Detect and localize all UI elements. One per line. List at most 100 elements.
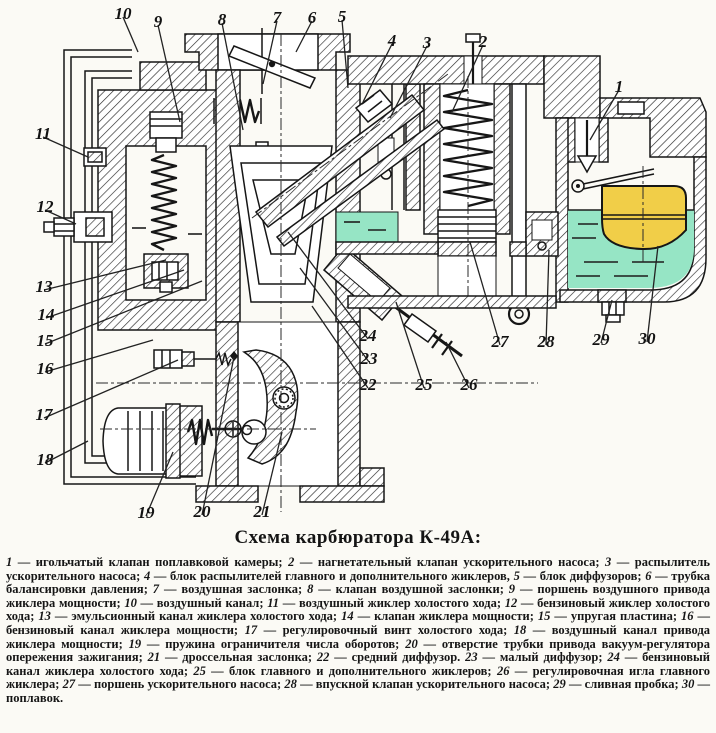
float-needle-valve [565, 117, 655, 193]
legend-number-13: 13 [38, 609, 51, 624]
part-label-15: 15 [37, 331, 55, 350]
part-label-20: 20 [193, 502, 212, 521]
legend-text-4: — блок распылителей главного и дополните… [150, 568, 514, 583]
part-label-26: 26 [460, 375, 479, 394]
legend-number-22: 22 [316, 650, 330, 665]
carburetor-diagram: 1234567891011121314151617181920212223242… [34, 4, 707, 522]
leader-line-24 [287, 231, 369, 340]
leader-line-22 [311, 305, 369, 389]
figure-title: Схема карбюратора К-49А: [234, 527, 482, 548]
part-label-4: 4 [387, 31, 397, 50]
part-label-7: 7 [273, 8, 283, 27]
part-label-29: 29 [592, 330, 611, 349]
leader-line-13 [43, 259, 167, 291]
pump-piston [437, 209, 497, 243]
legend-number-20: 20 [405, 636, 418, 651]
leader-line-11 [42, 136, 89, 158]
legend-number-6: 6 [645, 568, 652, 583]
legend-number-28: 28 [284, 677, 297, 692]
part-label-25: 25 [415, 375, 434, 394]
legend-text-1: — игольчатый клапан поплавковой камеры; [12, 555, 289, 569]
legend-text-26: — регулировочная игла главного жиклера; [6, 663, 710, 692]
legend-number-29: 29 [553, 677, 566, 692]
leader-line-14 [45, 269, 185, 319]
leader-line-30 [646, 245, 659, 343]
legend-text-18: — воздушный канал привода жиклера мощнос… [6, 622, 711, 651]
leader-line-21 [261, 431, 283, 516]
legend-number-3: 3 [605, 555, 612, 569]
leader-line-18 [44, 440, 89, 464]
legend-number-30: 30 [681, 677, 695, 692]
part-label-5: 5 [338, 7, 347, 26]
idle-adjusting-screw [153, 349, 232, 369]
part-label-14: 14 [38, 305, 55, 324]
part-label-30: 30 [638, 329, 657, 348]
part-label-24: 24 [359, 326, 377, 345]
legend-text-12: — бензиновый жиклер холостого хода; [6, 595, 710, 624]
pump-link-rod [507, 83, 531, 326]
legend-text-5: — блок диффузоров; [519, 568, 646, 583]
idle-fuel-jet [43, 211, 113, 243]
leader-line-20 [201, 356, 235, 516]
fuel-channel [335, 211, 557, 309]
sprayer-assembly [254, 88, 446, 248]
legend-text-24: — бензиновый канал жиклера холостого ход… [6, 650, 710, 678]
part-label-27: 27 [491, 332, 511, 351]
legend-text-28: — впускной клапан ускорительного насоса; [296, 677, 554, 692]
legend-number-12: 12 [504, 595, 518, 610]
legend-text-16: — бензиновый канал жиклера мощности; [6, 609, 711, 637]
legend-text-25: — блок главного и дополнительного жиклер… [205, 663, 497, 678]
legend-number-1: 1 [6, 555, 13, 569]
leader-line-1 [589, 89, 620, 141]
legend-number-17: 17 [244, 622, 258, 637]
part-label-17: 17 [36, 405, 55, 424]
part-label-18: 18 [37, 450, 55, 469]
part-label-28: 28 [537, 332, 556, 351]
part-label-16: 16 [37, 359, 55, 378]
legend-text-27: — поршень ускорительного насоса; [75, 677, 285, 692]
legend-number-5: 5 [513, 568, 520, 583]
legend-number-16: 16 [681, 609, 694, 624]
legend-number-2: 2 [288, 555, 295, 569]
leader-line-2 [451, 44, 484, 113]
leader-line-5 [341, 19, 349, 89]
choke-pivot [268, 60, 276, 68]
legend-text-21: — дроссельная заслонка; [160, 650, 317, 665]
leader-line-17 [43, 359, 179, 419]
legend-text-22: — средний диффузор. [329, 650, 466, 665]
limiter-spring [186, 418, 214, 446]
throttle-valve [212, 349, 299, 465]
legend-text-3: — распылитель ускорительного насоса; [6, 555, 710, 583]
part-label-1: 1 [615, 77, 624, 96]
leader-line-19 [145, 451, 174, 517]
legend-number-7: 7 [152, 582, 160, 597]
legend-number-24: 24 [607, 650, 620, 665]
part-label-8: 8 [218, 10, 227, 29]
leader-line-16 [44, 339, 154, 373]
leader-line-29 [600, 299, 613, 344]
legend-number-27: 27 [62, 677, 76, 692]
float-chamber [555, 117, 707, 303]
legend-number-26: 26 [496, 663, 510, 678]
legend-text-14: — клапан жиклера мощности; [353, 609, 538, 624]
legend-text-13: — эмульсионный канал жиклера холостого х… [50, 609, 342, 624]
legend-number-10: 10 [124, 595, 137, 610]
part-label-21: 21 [253, 502, 271, 521]
part-label-13: 13 [36, 277, 54, 296]
drain-plug [597, 289, 627, 323]
legend-number-11: 11 [267, 595, 280, 610]
legend-text-19: — пружина ограничителя числа оборотов; [141, 636, 406, 651]
leader-line-7 [262, 20, 278, 85]
legend-number-14: 14 [341, 609, 354, 624]
legend-number-25: 25 [193, 663, 206, 678]
legend-number-21: 21 [147, 650, 161, 665]
legend-number-4: 4 [143, 568, 151, 583]
part-label-2: 2 [478, 32, 488, 51]
leader-line-10 [122, 16, 139, 53]
part-label-3: 3 [422, 33, 432, 52]
legend-text-29: — сливная пробка; [565, 677, 682, 692]
carburetor-body-left [97, 61, 219, 331]
part-label-12: 12 [37, 197, 55, 216]
leader-line-23 [299, 267, 370, 363]
